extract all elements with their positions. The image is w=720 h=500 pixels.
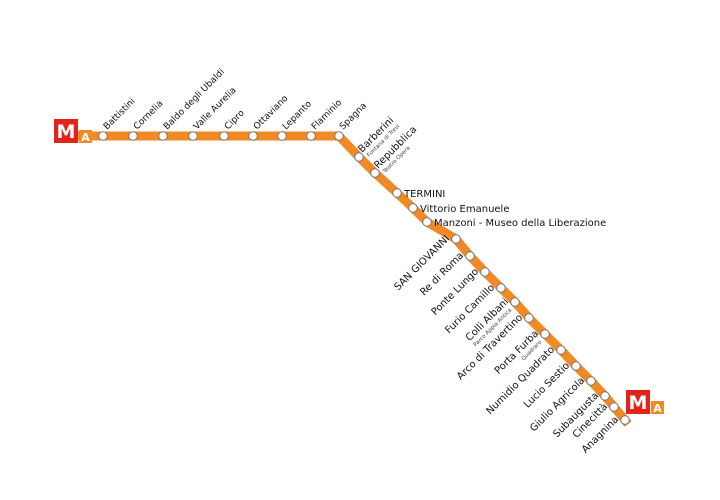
metro-logo-west: M A [54,119,92,144]
station-marker[interactable] [422,217,432,227]
station-label: SAN GIOVANNI [392,233,452,293]
station-label: Vittorio Emanuele [420,204,510,215]
station-marker[interactable] [620,415,630,425]
station-marker[interactable] [600,391,610,401]
station-marker[interactable] [128,131,138,141]
line-a-badge-letter: A [653,402,662,415]
stations-layer [98,131,630,425]
station-marker[interactable] [510,297,520,307]
metro-logo-m-letter: M [629,392,648,414]
station-label-group: Manzoni - Museo della Liberazione [434,218,606,229]
station-marker[interactable] [306,131,316,141]
station-marker[interactable] [556,345,566,355]
metro-logo-m-box [626,390,650,414]
station-marker[interactable] [586,376,596,386]
station-marker[interactable] [354,152,364,162]
line-a-badge [651,401,664,414]
station-marker[interactable] [370,168,380,178]
station-marker[interactable] [98,131,108,141]
station-label: Battistini [102,97,137,132]
station-label-group: TERMINI [403,189,445,200]
station-marker[interactable] [609,402,619,412]
station-label: Manzoni - Museo della Liberazione [434,218,606,229]
station-marker[interactable] [480,267,490,277]
station-label: TERMINI [403,189,445,200]
station-marker[interactable] [465,251,475,261]
station-marker[interactable] [334,131,344,141]
station-marker[interactable] [408,203,418,213]
metro-logo-m-box [54,119,78,143]
station-marker[interactable] [496,283,506,293]
station-marker[interactable] [392,188,402,198]
station-label-group: Cipro [223,108,247,132]
station-marker[interactable] [277,131,287,141]
metro-logo-east: M A [626,390,664,415]
station-label-group: Battistini [102,97,137,132]
station-marker[interactable] [158,131,168,141]
station-marker[interactable] [188,131,198,141]
station-marker[interactable] [248,131,258,141]
station-label-group: Vittorio Emanuele [420,204,510,215]
station-marker[interactable] [524,313,534,323]
line-a-badge-letter: A [81,131,90,144]
line-a-badge [79,130,92,143]
metro-logo-m-letter: M [57,121,76,143]
station-marker[interactable] [451,234,461,244]
station-label: Cipro [223,108,247,132]
station-marker[interactable] [540,329,550,339]
station-marker[interactable] [219,131,229,141]
station-marker[interactable] [571,361,581,371]
station-label-group: SAN GIOVANNI [392,233,452,293]
